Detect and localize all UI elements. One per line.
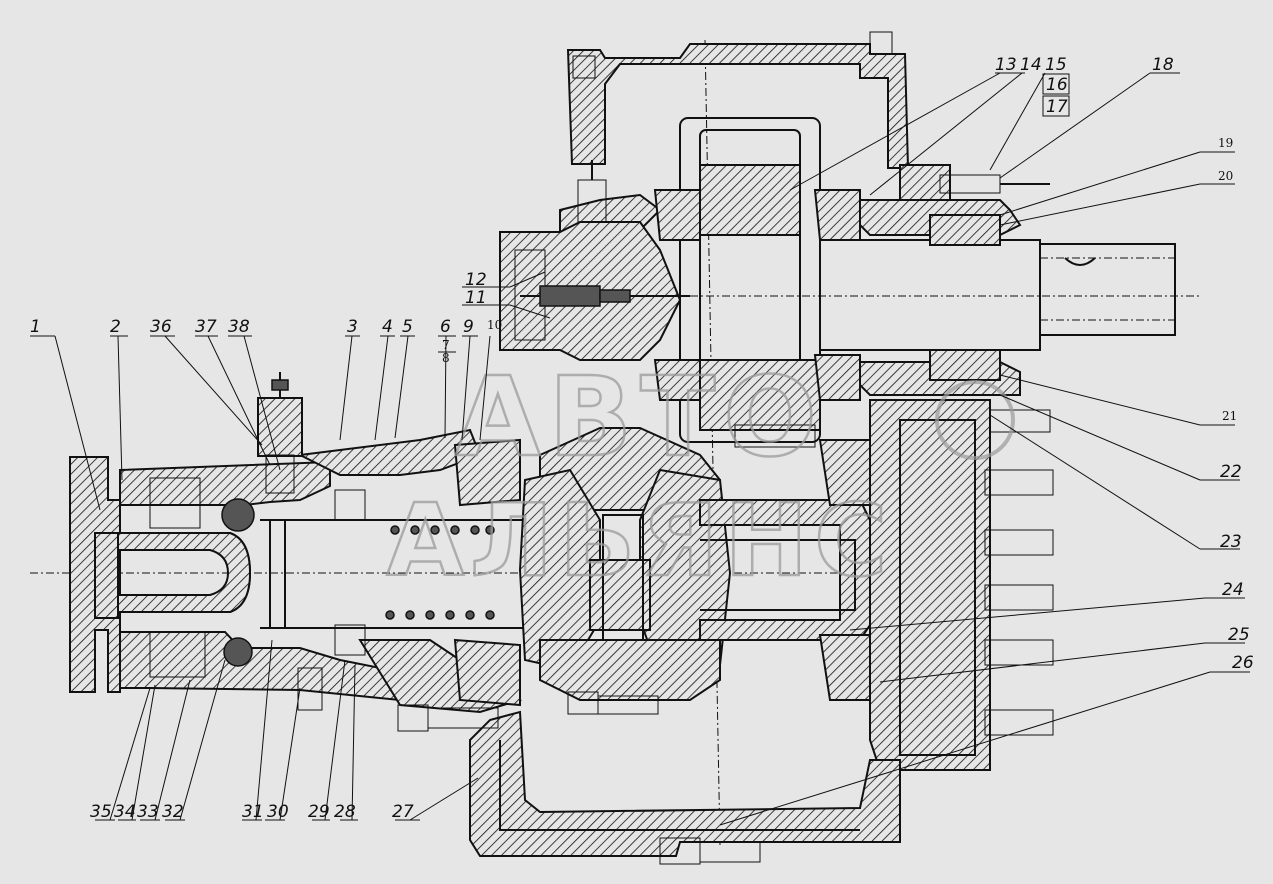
lower-housing bbox=[297, 667, 901, 865]
callout-1: 1 bbox=[30, 317, 41, 337]
callout-20: 20 bbox=[1218, 169, 1233, 183]
right-flange-block bbox=[869, 399, 1054, 771]
callout-17: 17 bbox=[1046, 97, 1068, 117]
callout-28: 28 bbox=[334, 802, 356, 822]
drive-flange bbox=[69, 456, 121, 693]
callout-14: 14 bbox=[1020, 55, 1042, 75]
callout-6: 6 bbox=[440, 317, 451, 337]
watermark-line1: АВТО bbox=[455, 353, 825, 481]
callout-33: 33 bbox=[137, 802, 159, 822]
callout-18: 18 bbox=[1152, 55, 1174, 75]
top-bolts bbox=[572, 31, 893, 79]
callout-32: 32 bbox=[162, 802, 184, 822]
callout-12: 12 bbox=[465, 270, 487, 290]
callout-labels: 1 2 36 37 38 3 4 5 6 7 8 9 10 11 12 13 1… bbox=[30, 55, 1254, 822]
watermark: АВТО АЛЬЯНС bbox=[385, 352, 1015, 600]
callout-2: 2 bbox=[110, 317, 121, 337]
sensor-plunger bbox=[257, 372, 303, 494]
callout-15: 15 bbox=[1045, 55, 1067, 75]
callout-29: 29 bbox=[308, 802, 330, 822]
callout-31: 31 bbox=[242, 802, 264, 822]
callout-30: 30 bbox=[267, 802, 289, 822]
callout-25: 25 bbox=[1228, 625, 1250, 645]
differential-gears bbox=[453, 427, 732, 707]
idler-gear-block bbox=[499, 160, 690, 361]
right-output-housing bbox=[820, 174, 1176, 396]
callout-11: 11 bbox=[465, 288, 487, 308]
callout-7: 7 bbox=[442, 338, 450, 352]
spring bbox=[385, 525, 495, 620]
callout-16: 16 bbox=[1046, 75, 1068, 95]
callout-19: 19 bbox=[1218, 136, 1233, 150]
callout-5: 5 bbox=[402, 317, 413, 337]
callout-3: 3 bbox=[347, 317, 358, 337]
callout-21: 21 bbox=[1222, 409, 1237, 423]
callout-13: 13 bbox=[995, 55, 1017, 75]
callout-34: 34 bbox=[114, 802, 136, 822]
callout-24: 24 bbox=[1222, 580, 1244, 600]
callout-26: 26 bbox=[1232, 653, 1254, 673]
callout-10: 10 bbox=[487, 318, 502, 332]
callout-9: 9 bbox=[463, 317, 474, 337]
callout-37: 37 bbox=[195, 317, 217, 337]
watermark-line2: АЛЬЯНС bbox=[387, 482, 894, 599]
leader-lines bbox=[30, 72, 1250, 826]
callout-4: 4 bbox=[382, 317, 393, 337]
callout-22: 22 bbox=[1220, 462, 1242, 482]
callout-23: 23 bbox=[1220, 532, 1242, 552]
callout-38: 38 bbox=[228, 317, 250, 337]
callout-36: 36 bbox=[150, 317, 172, 337]
callout-27: 27 bbox=[392, 802, 414, 822]
callout-35: 35 bbox=[90, 802, 112, 822]
callout-8: 8 bbox=[442, 351, 450, 365]
upper-housing bbox=[559, 43, 951, 448]
output-gear-shaft bbox=[699, 439, 871, 701]
